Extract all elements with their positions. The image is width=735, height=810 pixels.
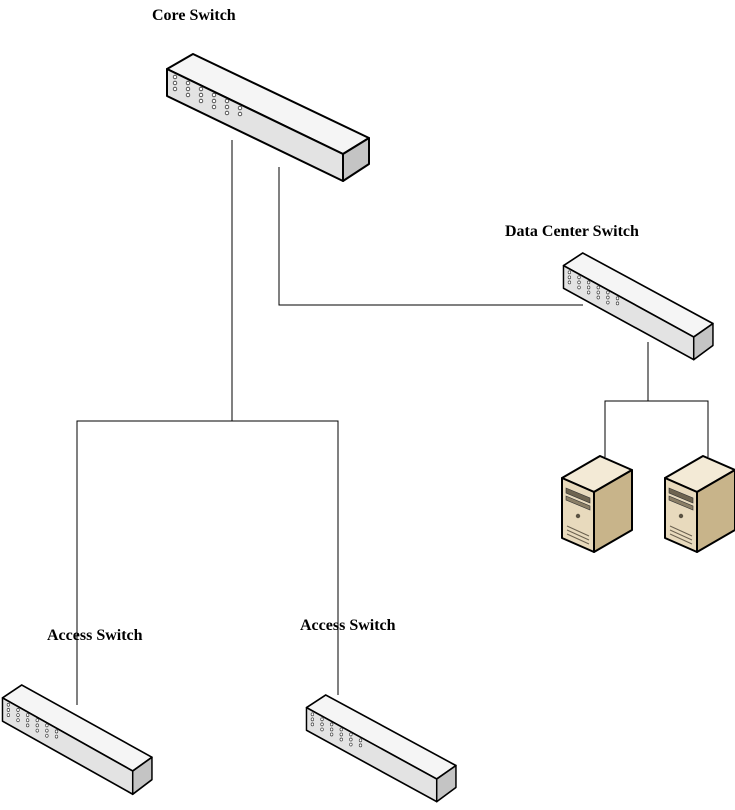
link-core-to-data-center-switch: [278, 167, 583, 306]
connector-lines: [76, 140, 709, 705]
data-center-switch-icon: [562, 252, 714, 361]
server-1-icon: [561, 455, 633, 553]
server-2-icon: [664, 455, 735, 553]
link-core-to-access-switch-2: [232, 420, 339, 695]
link-data-center-switch-to-server-2: [648, 400, 709, 457]
access-switch-2-icon: [305, 694, 457, 803]
access-switch-2-label: Access Switch: [300, 617, 396, 634]
link-data-center-switch-to-server-1: [604, 342, 649, 457]
core-switch-label: Core Switch: [152, 7, 236, 24]
access-switch-1-label: Access Switch: [47, 627, 143, 644]
core-switch-icon: [166, 53, 370, 182]
link-core-to-access-switch-1: [76, 140, 233, 705]
data-center-switch-label: Data Center Switch: [505, 223, 639, 240]
